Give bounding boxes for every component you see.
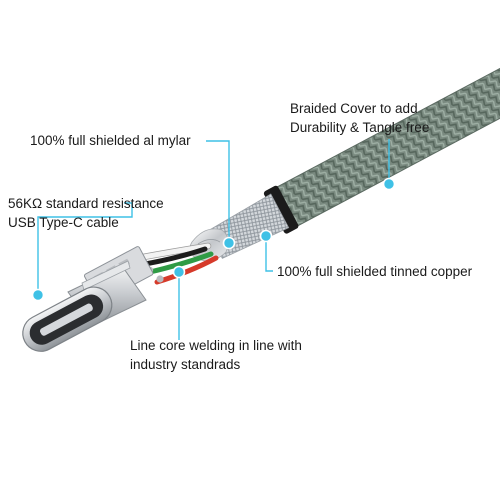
- label-resistance-line-2: USB Type-C cable: [8, 215, 119, 230]
- callout-braided: [382, 139, 396, 191]
- label-mylar: 100% full shielded al mylar: [30, 133, 191, 148]
- label-welding-line-2: industry standrads: [130, 357, 241, 372]
- usb-c-plug: [22, 286, 113, 352]
- braided-cover: [274, 65, 500, 228]
- label-resistance: 56KΩ standard resistance USB Type-C cabl…: [8, 194, 164, 232]
- label-resistance-line-1: 56KΩ standard resistance: [8, 196, 164, 211]
- label-welding: Line core welding in line with industry …: [130, 336, 302, 374]
- label-braided-line-2: Durability & Tangle free: [290, 120, 430, 135]
- callout-welding: [172, 265, 186, 340]
- wire-black: [142, 246, 208, 267]
- label-welding-line-1: Line core welding in line with: [130, 338, 302, 353]
- wire-green: [147, 251, 214, 275]
- callout-mylar: [206, 140, 236, 250]
- callout-copper: [259, 229, 273, 272]
- label-braided-line-1: Braided Cover to add: [290, 101, 418, 116]
- label-braided-cover: Braided Cover to add Durability & Tangle…: [290, 99, 429, 137]
- label-copper: 100% full shielded tinned copper: [277, 264, 473, 279]
- callout-resistance: [31, 202, 133, 302]
